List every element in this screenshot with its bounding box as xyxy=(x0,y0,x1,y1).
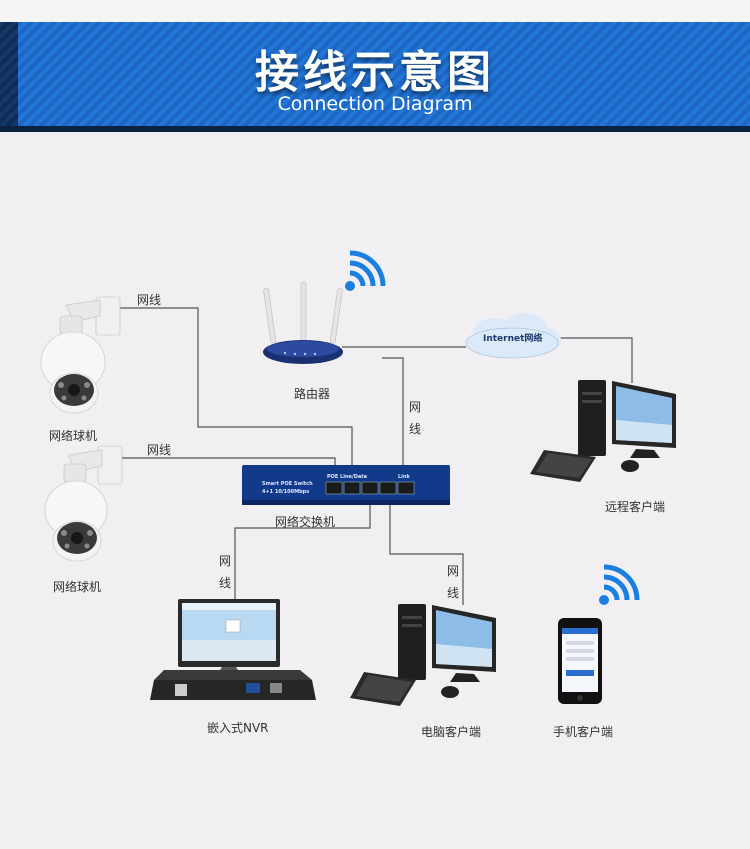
device-label-remote-client: 远程客户端 xyxy=(605,500,666,514)
switch-port-group-label: POE Line/Data xyxy=(327,474,368,480)
switch-spec-label: 4+1 10/100Mbps xyxy=(262,489,310,495)
device-label-router: 路由器 xyxy=(294,387,331,401)
cloud-label: Internet网络 xyxy=(483,334,543,344)
cable-cloud-remote xyxy=(560,337,633,383)
device-label-switch: 网络交换机 xyxy=(275,515,336,529)
cable-switch-nvr xyxy=(234,490,371,600)
router-icon xyxy=(263,281,343,364)
monitor-icon-remote xyxy=(530,380,676,482)
device-label-camera-bottom: 网络球机 xyxy=(53,580,102,594)
cable-switch-pc xyxy=(389,490,464,605)
device-label-pc-client: 电脑客户端 xyxy=(421,725,482,739)
page-title: 接线示意图 xyxy=(255,47,495,98)
phone-icon xyxy=(558,618,602,704)
camera-icon-bottom xyxy=(44,445,123,562)
cable-top-camera xyxy=(110,307,353,478)
wifi-icon-mobile xyxy=(599,564,640,605)
header-banner: 接线示意图 Connection Diagram xyxy=(0,0,750,132)
device-label-camera-top: 网络球机 xyxy=(49,429,98,443)
camera-icon-top xyxy=(40,296,121,414)
cable-label-bottom-camera: 网线 xyxy=(147,443,172,457)
device-label-mobile-client: 手机客户端 xyxy=(553,725,614,739)
nvr-icon xyxy=(150,599,316,700)
switch-icon xyxy=(242,465,450,505)
cable-label-nvr: 网线 xyxy=(218,554,231,590)
cable-router-switch xyxy=(382,357,404,478)
device-label-nvr: 嵌入式NVR xyxy=(207,721,269,735)
banner-background xyxy=(0,0,750,132)
cable-label-pc: 网线 xyxy=(446,564,459,600)
switch-uplink-label: Link xyxy=(398,474,410,480)
wifi-icon xyxy=(345,250,386,291)
monitor-icon-pc xyxy=(350,604,496,706)
page-subtitle: Connection Diagram xyxy=(277,93,473,115)
switch-brand-label: Smart POE Switch xyxy=(262,481,313,487)
cable-label-router: 网线 xyxy=(408,400,421,436)
cable-label-top-camera: 网线 xyxy=(137,293,162,307)
cloud-icon xyxy=(465,313,561,359)
